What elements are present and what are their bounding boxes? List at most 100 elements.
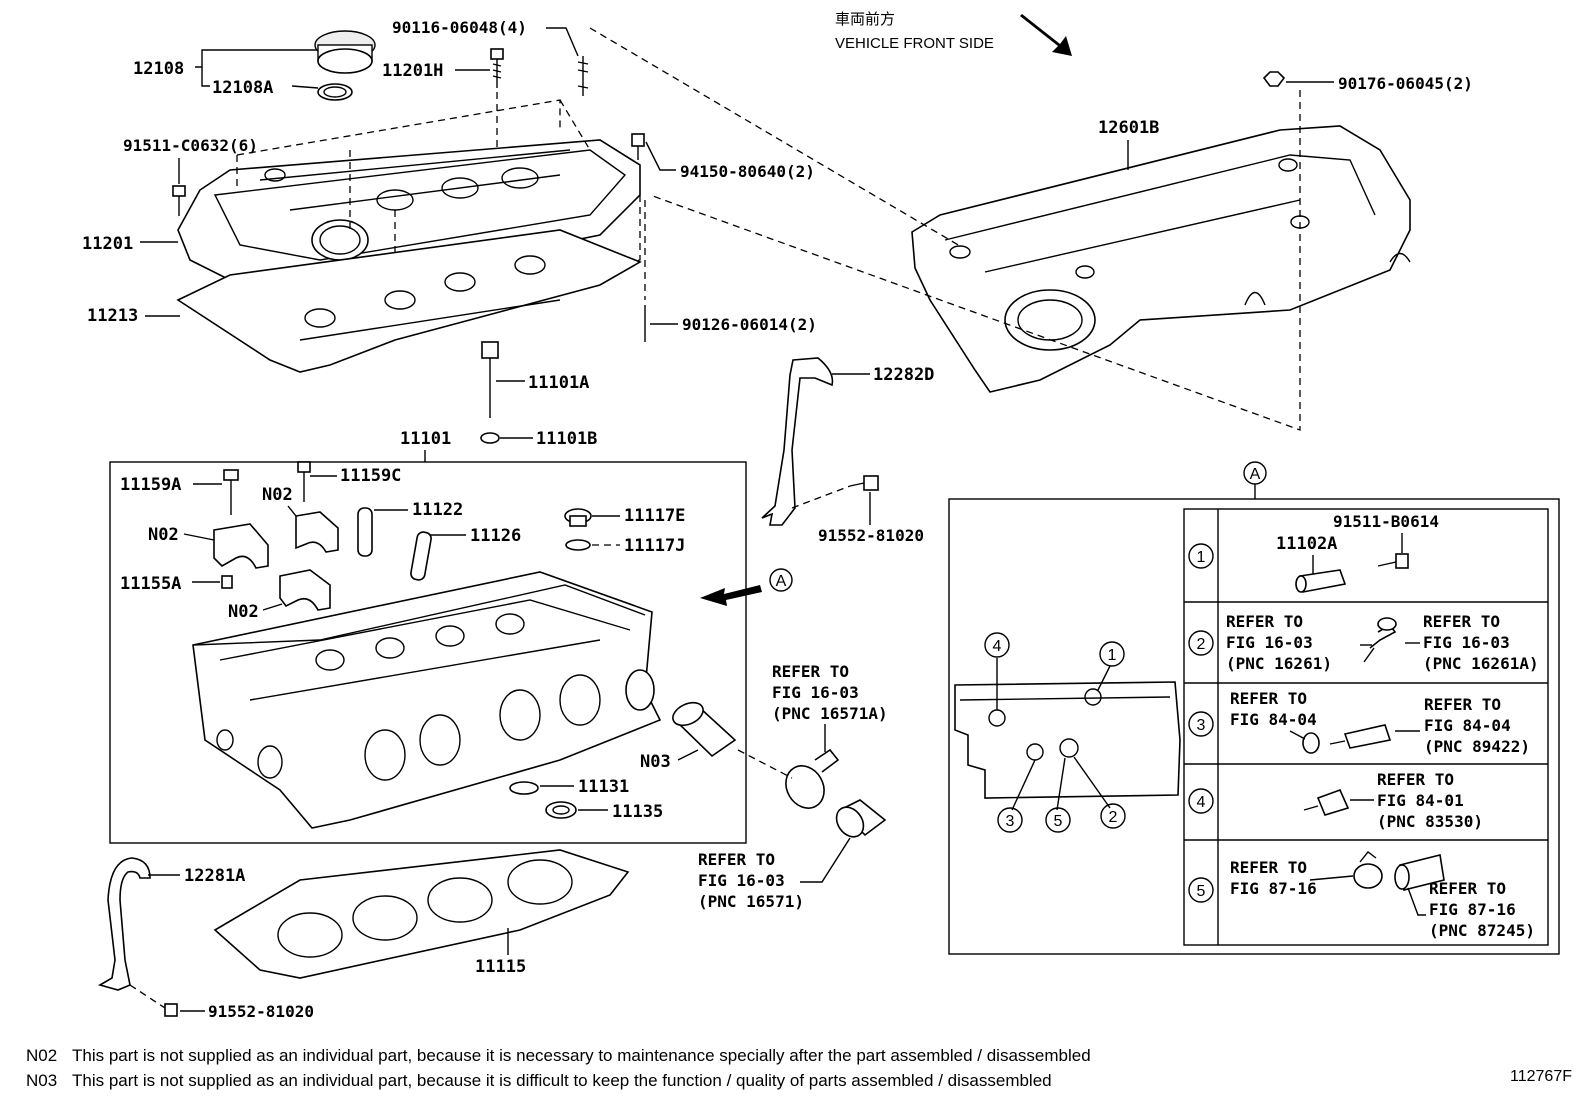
label-11131[interactable]: 11131	[578, 777, 629, 797]
label-11159A[interactable]: 11159A	[120, 475, 181, 495]
row3-left-line2[interactable]: FIG 84-04	[1230, 710, 1317, 729]
row3-right-line3[interactable]: (PNC 89422)	[1424, 737, 1530, 756]
label-11135[interactable]: 11135	[612, 802, 663, 822]
label-n02-a[interactable]: N02	[262, 485, 293, 505]
row5-right-line2[interactable]: FIG 87-16	[1429, 900, 1516, 919]
seal-11131-icon	[509, 781, 539, 795]
bracket-12282d-icon	[761, 357, 834, 526]
label-91511-b0614[interactable]: 91511-B0614	[1333, 512, 1439, 531]
row5-left-line2[interactable]: FIG 87-16	[1230, 879, 1317, 898]
label-12108A[interactable]: 12108A	[212, 78, 273, 98]
stud-90116-icon	[577, 56, 589, 96]
bearing-cap-icon	[213, 511, 339, 611]
label-12281A[interactable]: 12281A	[184, 866, 245, 886]
oil-cap-icon	[314, 30, 376, 101]
detail-a-table	[1183, 508, 1549, 946]
view-a-arrow-icon	[700, 585, 762, 606]
ref-16571-line1[interactable]: REFER TO	[698, 850, 775, 869]
label-11101[interactable]: 11101	[400, 429, 451, 449]
label-91511-c0632[interactable]: 91511-C0632(6)	[123, 136, 258, 155]
row5-right-line1[interactable]: REFER TO	[1429, 879, 1506, 898]
ref-16571a-line2[interactable]: FIG 16-03	[772, 683, 859, 702]
row2-right-line1[interactable]: REFER TO	[1423, 612, 1500, 631]
plug-11117e-icon	[564, 508, 592, 551]
row-marker-5: 5	[1197, 883, 1206, 900]
ref-16571a-line3[interactable]: (PNC 16571A)	[772, 704, 888, 723]
bolt-91552-b-icon	[164, 1003, 178, 1017]
ref-16571-line3[interactable]: (PNC 16571)	[698, 892, 804, 911]
row2-left-line3[interactable]: (PNC 16261)	[1226, 654, 1332, 673]
row4-line3[interactable]: (PNC 83530)	[1377, 812, 1483, 831]
row5-left-line1[interactable]: REFER TO	[1230, 858, 1307, 877]
label-90126[interactable]: 90126-06014(2)	[682, 315, 817, 334]
figure-id: 112767F	[1510, 1068, 1572, 1085]
label-11101B[interactable]: 11101B	[536, 429, 597, 449]
label-11102A[interactable]: 11102A	[1276, 534, 1337, 554]
label-11115[interactable]: 11115	[475, 957, 526, 977]
bolt-91511c-icon	[172, 185, 186, 216]
ref-16571a-line1[interactable]: REFER TO	[772, 662, 849, 681]
row3-right-line1[interactable]: REFER TO	[1424, 695, 1501, 714]
label-11201H[interactable]: 11201H	[382, 61, 443, 81]
label-n02-b[interactable]: N02	[148, 525, 179, 545]
label-n03[interactable]: N03	[640, 752, 671, 772]
gasket-holes-icon	[304, 255, 546, 328]
label-91552-b[interactable]: 91552-81020	[208, 1002, 314, 1021]
label-11159C[interactable]: 11159C	[340, 466, 401, 486]
bolt-91552-a-icon	[849, 475, 879, 491]
ref-16571-line2[interactable]: FIG 16-03	[698, 871, 785, 890]
engine-cover-icon	[911, 125, 1411, 393]
label-12282D[interactable]: 12282D	[873, 365, 934, 385]
note-n03-code: N03	[26, 1071, 58, 1090]
detail-marker-3: 3	[1006, 813, 1015, 830]
label-94150[interactable]: 94150-80640(2)	[680, 162, 815, 181]
row3-right-line2[interactable]: FIG 84-04	[1424, 716, 1511, 735]
row-marker-2: 2	[1197, 636, 1206, 653]
sensor-11102a-icon	[1295, 569, 1347, 593]
detail-marker-5: 5	[1054, 813, 1063, 830]
label-90116[interactable]: 90116-06048(4)	[392, 18, 527, 37]
header-en: VEHICLE FRONT SIDE	[835, 35, 994, 52]
label-11155A[interactable]: 11155A	[120, 574, 181, 594]
valve-cover-icon	[177, 139, 641, 301]
row4-line2[interactable]: FIG 84-01	[1377, 791, 1464, 810]
row2-left-line1[interactable]: REFER TO	[1226, 612, 1303, 631]
row2-right-line2[interactable]: FIG 16-03	[1423, 633, 1510, 652]
label-11122[interactable]: 11122	[412, 500, 463, 520]
note-n03-text: This part is not supplied as an individu…	[72, 1071, 1052, 1090]
switch-83530-icon	[1303, 788, 1350, 816]
detail-marker-2: 2	[1109, 809, 1118, 826]
head-gasket-icon	[213, 849, 630, 979]
detail-a-label: A	[1250, 466, 1261, 483]
label-11117J[interactable]: 11117J	[624, 536, 685, 556]
label-11101A[interactable]: 11101A	[528, 373, 589, 393]
row3-left-line1[interactable]: REFER TO	[1230, 689, 1307, 708]
label-12601B[interactable]: 12601B	[1098, 118, 1159, 138]
detail-marker-1: 1	[1108, 647, 1117, 664]
sensor-89422-icon	[1329, 724, 1392, 749]
label-12108[interactable]: 12108	[133, 59, 184, 79]
row-marker-4: 4	[1197, 794, 1206, 811]
bracket-12281a-icon	[97, 857, 151, 991]
label-90176[interactable]: 90176-06045(2)	[1338, 74, 1473, 93]
note-n03: N03 This part is not supplied as an indiv…	[26, 1071, 1052, 1091]
row5-right-line3[interactable]: (PNC 87245)	[1429, 921, 1535, 940]
label-n02-c[interactable]: N02	[228, 602, 259, 622]
bolt-11201h-icon	[490, 48, 504, 88]
row4-line1[interactable]: REFER TO	[1377, 770, 1454, 789]
label-11201[interactable]: 11201	[82, 234, 133, 254]
seal-11135-icon	[545, 801, 577, 819]
row2-right-line3[interactable]: (PNC 16261A)	[1423, 654, 1539, 673]
detail-marker-4: 4	[993, 638, 1002, 655]
label-11126[interactable]: 11126	[470, 526, 521, 546]
label-91552-a[interactable]: 91552-81020	[818, 526, 924, 545]
row2-left-line2[interactable]: FIG 16-03	[1226, 633, 1313, 652]
detail-a-panel	[948, 498, 1560, 955]
grommet-90176-icon	[1262, 71, 1286, 87]
cylinder-head-icon	[192, 571, 662, 829]
detail-head-side-icon	[954, 681, 1181, 799]
label-11213[interactable]: 11213	[87, 306, 138, 326]
label-11117E[interactable]: 11117E	[624, 506, 685, 526]
